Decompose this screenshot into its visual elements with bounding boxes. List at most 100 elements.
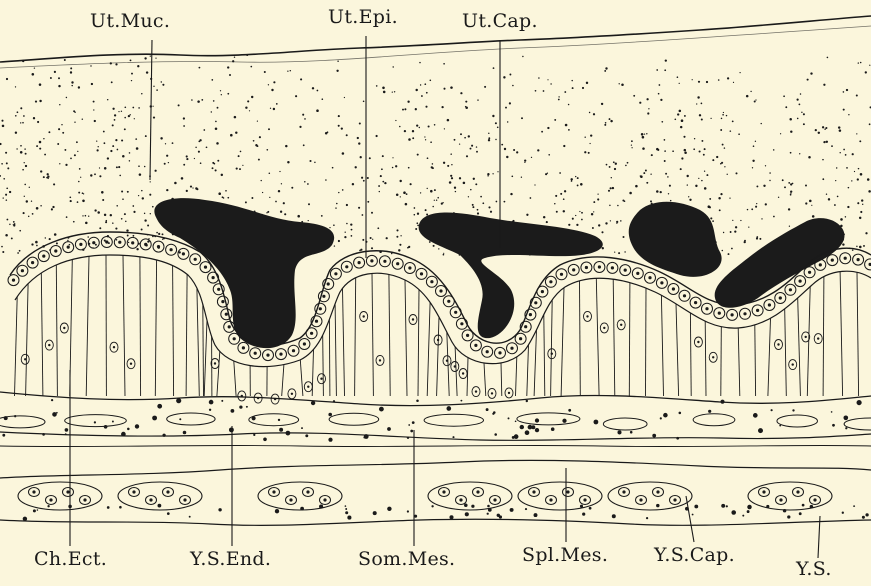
stipple-dot — [122, 155, 125, 158]
column-cell-wall — [768, 318, 771, 396]
stipple-dot — [719, 209, 721, 211]
stipple-dot — [141, 93, 142, 94]
epithelial-nucleus — [315, 320, 318, 323]
stipple-dot — [559, 172, 561, 174]
stipple-dot — [269, 173, 271, 175]
epithelial-nucleus — [319, 307, 322, 310]
stipple-dot — [541, 131, 543, 133]
stipple-dot — [58, 77, 60, 79]
blood-cell-nucleus — [32, 490, 35, 493]
stipple-dot — [44, 154, 46, 156]
stipple-dot — [15, 115, 17, 117]
stipple-dot — [168, 162, 169, 163]
stipple-dot — [473, 178, 475, 180]
epithelial-nucleus — [345, 265, 348, 268]
stipple-dot — [739, 72, 740, 73]
stipple-dot — [322, 98, 324, 100]
stipple-dot — [118, 166, 120, 168]
stipple-dot — [608, 190, 610, 192]
stipple-dot — [211, 79, 213, 81]
stipple-dot — [287, 161, 289, 163]
stipple-dot — [153, 86, 154, 87]
stipple-dot — [679, 110, 682, 113]
stipple-dot — [414, 214, 416, 216]
stipple-dot — [350, 223, 352, 225]
stipple-dot — [759, 238, 761, 240]
stipple-dot — [367, 177, 369, 179]
mesoderm-granule — [51, 399, 53, 401]
stipple-dot — [94, 209, 96, 211]
splanchnic-upper-line — [0, 460, 871, 478]
mesoderm-granule — [263, 437, 267, 441]
column-cell-wall — [427, 302, 430, 396]
stipple-dot — [405, 203, 408, 206]
stipple-dot — [269, 197, 270, 198]
column-cell-wall — [282, 365, 284, 396]
stipple-dot — [748, 226, 749, 227]
stipple-dot — [94, 173, 96, 175]
stipple-dot — [510, 193, 512, 195]
epithelial-nucleus — [439, 289, 442, 292]
stipple-dot — [755, 206, 757, 208]
stipple-dot — [797, 118, 799, 120]
yolk-granule — [345, 508, 347, 510]
stipple-dot — [155, 57, 156, 58]
stipple-dot — [769, 180, 770, 181]
stipple-dot — [619, 83, 620, 84]
stipple-dot — [468, 196, 469, 197]
stipple-dot — [74, 111, 75, 112]
column-cell-wall — [798, 298, 801, 396]
stipple-dot — [643, 172, 645, 174]
mesoderm-granule — [562, 419, 566, 423]
stipple-dot — [656, 190, 659, 193]
stipple-dot — [466, 155, 468, 157]
stipple-dot — [412, 137, 414, 139]
stipple-dot — [868, 190, 871, 193]
stipple-dot — [531, 157, 532, 158]
stipple-dot — [722, 144, 724, 146]
stipple-dot — [581, 212, 583, 214]
stipple-dot — [472, 206, 474, 208]
stipple-dot — [696, 103, 697, 104]
stipple-dot — [194, 158, 195, 159]
stipple-dot — [416, 222, 418, 224]
stipple-dot — [782, 179, 784, 181]
stipple-dot — [355, 166, 357, 168]
stipple-dot — [3, 197, 4, 198]
mesoderm-granule — [104, 425, 108, 429]
stipple-dot — [74, 122, 75, 123]
stipple-dot — [136, 147, 139, 150]
stipple-dot — [828, 198, 830, 200]
column-cell-wall — [372, 273, 373, 396]
stipple-dot — [191, 99, 193, 101]
yolk-granule — [862, 516, 865, 519]
stipple-dot — [859, 246, 862, 249]
stipple-dot — [614, 168, 616, 170]
stipple-dot — [59, 104, 60, 105]
stipple-dot — [495, 139, 496, 140]
stipple-dot — [144, 219, 146, 221]
stipple-dot — [668, 193, 669, 194]
stipple-dot — [610, 187, 612, 189]
stipple-dot — [24, 196, 25, 197]
stipple-dot — [852, 153, 854, 155]
stipple-dot — [271, 89, 273, 91]
blood-cell-nucleus — [549, 498, 552, 501]
stipple-dot — [299, 126, 301, 128]
stipple-dot — [480, 196, 482, 198]
stipple-dot — [680, 126, 682, 128]
stipple-dot — [476, 151, 478, 153]
blood-cell-nucleus — [796, 490, 799, 493]
stipple-dot — [134, 118, 135, 119]
mesoderm-granule — [152, 416, 157, 421]
stipple-dot — [383, 91, 386, 94]
stipple-dot — [633, 95, 635, 97]
stipple-dot — [332, 167, 334, 169]
stipple-dot — [572, 218, 574, 220]
stipple-dot — [131, 80, 132, 81]
stipple-dot — [609, 118, 611, 120]
stipple-dot — [659, 84, 661, 86]
epithelial-nucleus — [660, 281, 663, 284]
stipple-dot — [362, 239, 364, 241]
stipple-dot — [848, 187, 850, 189]
